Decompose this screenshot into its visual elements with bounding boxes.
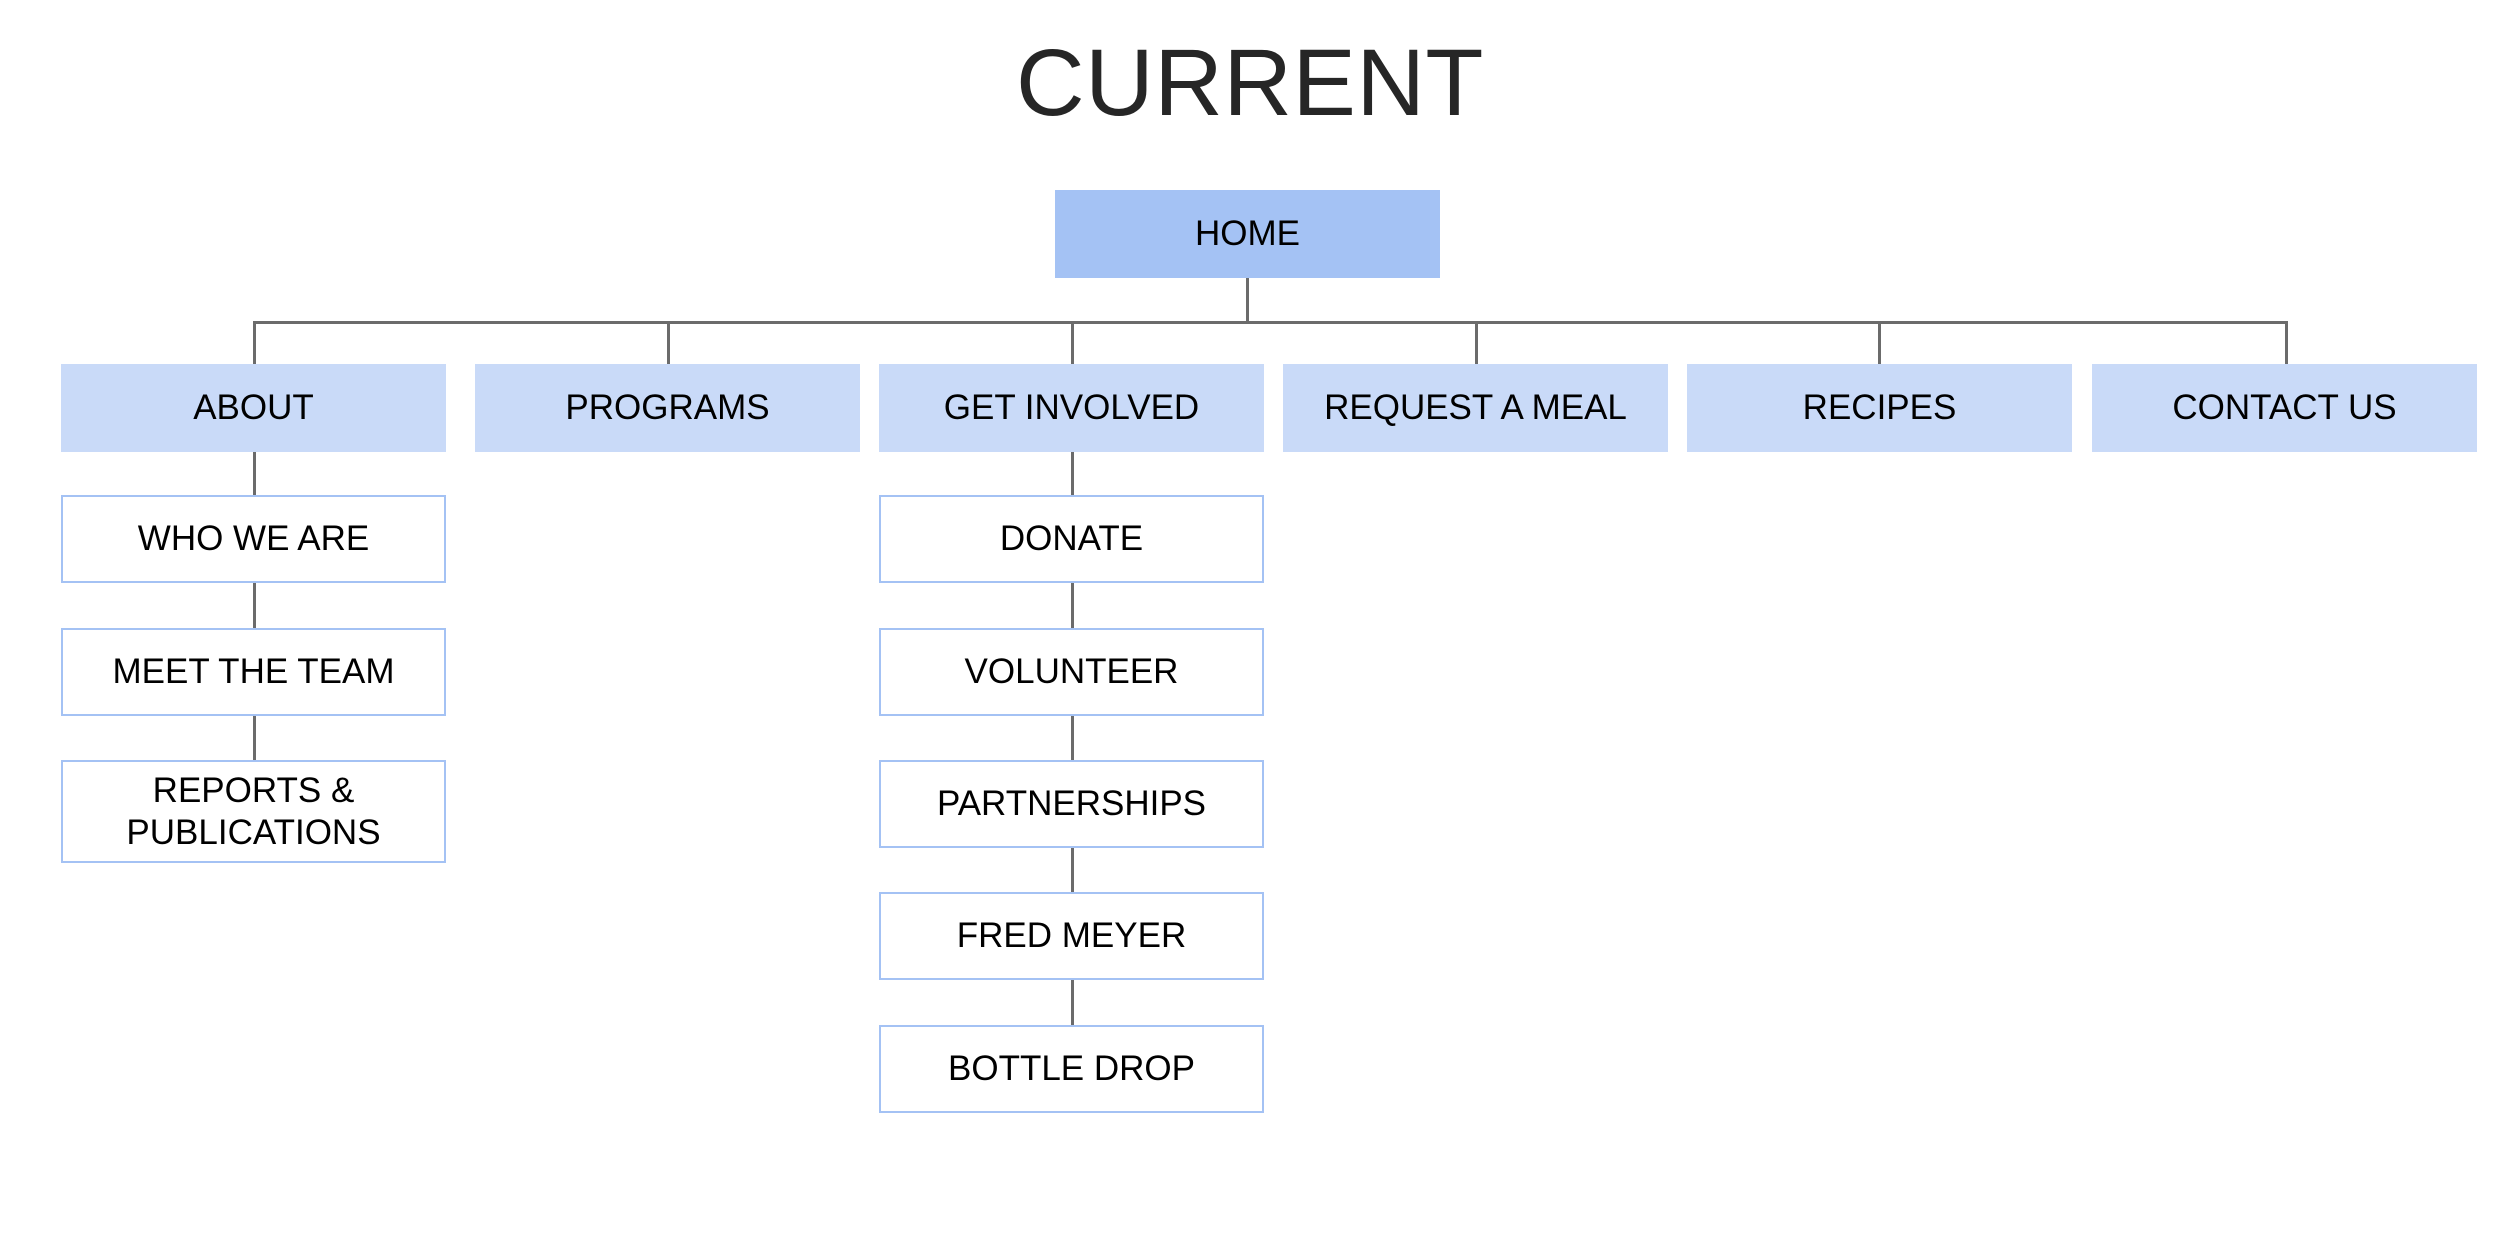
- connector-drop-recipes: [1878, 321, 1881, 366]
- node-partnerships[interactable]: PARTNERSHIPS: [879, 760, 1264, 848]
- connector-about-spine: [253, 452, 256, 762]
- connector-drop-programs: [667, 321, 670, 366]
- node-who-we-are[interactable]: WHO WE ARE: [61, 495, 446, 583]
- connector-drop-get-involved: [1071, 321, 1074, 366]
- node-bottle-drop[interactable]: BOTTLE DROP: [879, 1025, 1264, 1113]
- connector-root-stem: [1246, 278, 1249, 324]
- node-get-involved[interactable]: GET INVOLVED: [879, 364, 1264, 452]
- node-meet-the-team[interactable]: MEET THE TEAM: [61, 628, 446, 716]
- node-volunteer[interactable]: VOLUNTEER: [879, 628, 1264, 716]
- node-programs[interactable]: PROGRAMS: [475, 364, 860, 452]
- connector-drop-about: [253, 321, 256, 366]
- node-donate[interactable]: DONATE: [879, 495, 1264, 583]
- connector-horizontal-bus: [254, 321, 2288, 324]
- connector-drop-request-a-meal: [1475, 321, 1478, 366]
- node-fred-meyer[interactable]: FRED MEYER: [879, 892, 1264, 980]
- node-reports-and-publications[interactable]: REPORTS & PUBLICATIONS: [61, 760, 446, 863]
- node-contact-us[interactable]: CONTACT US: [2092, 364, 2477, 452]
- node-about[interactable]: ABOUT: [61, 364, 446, 452]
- page-title: CURRENT: [1016, 30, 1484, 136]
- node-home[interactable]: HOME: [1055, 190, 1440, 278]
- connector-drop-contact-us: [2285, 321, 2288, 366]
- connector-get-involved-spine: [1071, 452, 1074, 1027]
- node-request-a-meal[interactable]: REQUEST A MEAL: [1283, 364, 1668, 452]
- node-recipes[interactable]: RECIPES: [1687, 364, 2072, 452]
